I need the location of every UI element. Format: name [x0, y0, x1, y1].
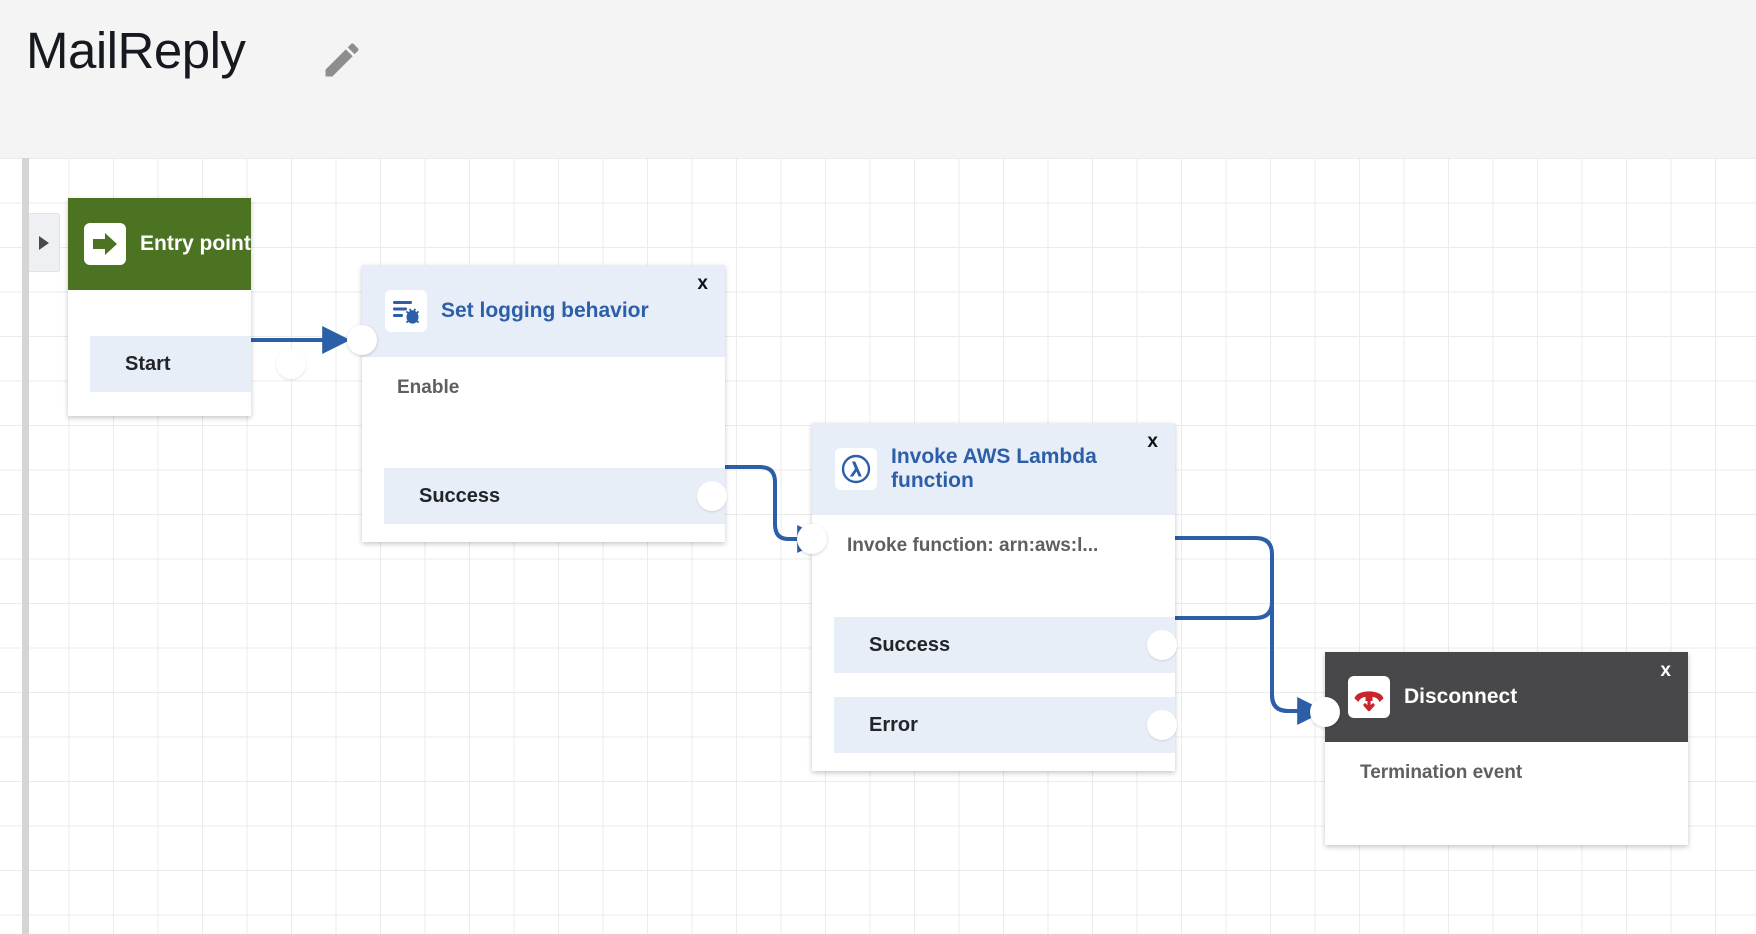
port-dot-start[interactable] — [276, 349, 306, 379]
node-title: Disconnect — [1404, 684, 1518, 708]
port-dot-input[interactable] — [797, 524, 827, 554]
node-invoke-aws-lambda[interactable]: Invoke AWS Lambda function x Invoke func… — [797, 423, 1177, 771]
port-row-start[interactable]: Start — [90, 336, 251, 392]
aws-lambda-icon — [835, 448, 877, 490]
close-icon[interactable]: x — [1660, 660, 1671, 681]
node-set-logging-behavior[interactable]: Set logging behavior x Enable Success — [347, 265, 727, 542]
port-row-error[interactable]: Error — [834, 697, 1175, 753]
close-icon[interactable]: x — [697, 273, 708, 294]
edge-lambda-success-to-disconnect — [1162, 536, 1326, 725]
canvas-left-rail — [22, 158, 29, 934]
node-body-text: Enable — [397, 377, 460, 398]
close-icon[interactable]: x — [1147, 431, 1158, 452]
app-header: MailReply — [0, 0, 1756, 158]
port-row-success[interactable]: Success — [384, 468, 725, 524]
port-label: Error — [869, 713, 918, 736]
port-label: Start — [125, 352, 171, 375]
panel-toggle-button[interactable] — [29, 213, 60, 272]
port-dot-success[interactable] — [1147, 630, 1177, 660]
node-body-text: Termination event — [1360, 762, 1523, 783]
node-title: Set logging behavior — [441, 298, 649, 322]
port-dot-input[interactable] — [347, 325, 377, 355]
port-label: Success — [869, 633, 951, 656]
node-header: Disconnect x — [1325, 652, 1688, 742]
phone-hangup-icon — [1348, 676, 1390, 718]
node-header: Set logging behavior x — [362, 265, 725, 357]
edge-lambda-error-to-disconnect — [1162, 601, 1300, 713]
port-dot-error[interactable] — [1147, 710, 1177, 740]
node-entry-point[interactable]: Entry point Start — [68, 198, 306, 416]
node-disconnect[interactable]: Disconnect x Termination event — [1310, 652, 1688, 845]
log-bug-icon — [385, 290, 427, 332]
node-title: Invoke AWS Lambda function — [891, 444, 1097, 492]
port-dot-input[interactable] — [1310, 697, 1340, 727]
arrow-right-square-icon — [84, 223, 126, 265]
triangle-right-icon — [39, 235, 49, 250]
node-header: Invoke AWS Lambda function x — [812, 423, 1175, 515]
node-title: Entry point — [140, 231, 251, 255]
node-header: Entry point — [68, 198, 251, 290]
port-label: Success — [419, 484, 501, 507]
node-body-text: Invoke function: arn:aws:l... — [847, 535, 1099, 556]
pencil-icon[interactable] — [320, 38, 364, 82]
flow-canvas[interactable]: Entry point Start — [0, 158, 1756, 934]
port-row-success[interactable]: Success — [834, 617, 1175, 673]
port-dot-success[interactable] — [697, 481, 727, 511]
page-title: MailReply — [26, 22, 246, 79]
